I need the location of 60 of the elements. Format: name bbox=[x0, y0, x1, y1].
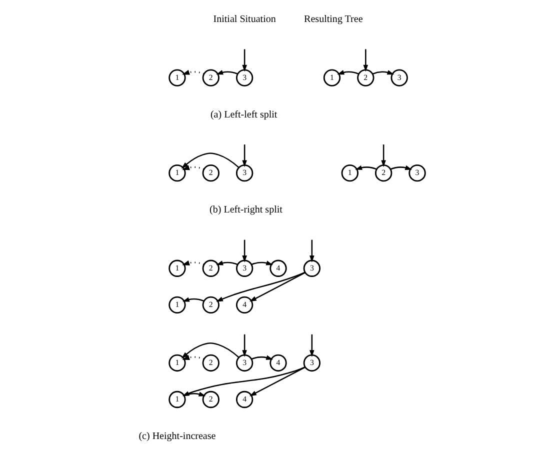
node-circle: 1 bbox=[340, 164, 358, 182]
arrow bbox=[216, 70, 238, 75]
node-circle: 3 bbox=[235, 354, 253, 372]
node-circle: 1 bbox=[168, 164, 186, 182]
node-circle: 1 bbox=[322, 69, 340, 86]
node-circle: 1 bbox=[168, 296, 186, 314]
node-circle: 2 bbox=[356, 69, 374, 86]
label: Resulting Tree bbox=[304, 14, 362, 26]
node-circle: 3 bbox=[390, 69, 408, 86]
node-circle: 4 bbox=[269, 260, 286, 277]
node-circle: 2 bbox=[202, 354, 219, 372]
node-circle: 1 bbox=[168, 260, 186, 277]
node-circle: 3 bbox=[302, 354, 320, 372]
arrow bbox=[216, 272, 305, 302]
arrow bbox=[249, 272, 306, 302]
label: Initial Situation bbox=[212, 14, 276, 26]
arrow bbox=[336, 70, 358, 75]
node-circle: 1 bbox=[168, 69, 186, 86]
label: (c) Height-increase bbox=[138, 431, 216, 442]
arrow bbox=[249, 366, 306, 396]
arrow bbox=[380, 144, 386, 168]
arrow bbox=[309, 240, 314, 262]
node-circle: 2 bbox=[374, 164, 392, 182]
arrow bbox=[390, 165, 412, 170]
arrow bbox=[372, 70, 394, 75]
arrow bbox=[182, 165, 204, 170]
arrow bbox=[354, 165, 376, 170]
arrow bbox=[184, 392, 206, 396]
node-circle: 2 bbox=[202, 69, 219, 86]
arrow bbox=[182, 260, 204, 266]
arrow bbox=[250, 260, 273, 266]
node-circle: 3 bbox=[408, 164, 426, 182]
arrow bbox=[182, 297, 204, 302]
node-circle: 2 bbox=[202, 260, 219, 277]
label: (a) Left-left split bbox=[210, 109, 277, 120]
arrow bbox=[362, 49, 368, 72]
node-circle: 2 bbox=[202, 296, 219, 314]
arrow bbox=[242, 240, 246, 262]
arrow bbox=[309, 334, 314, 357]
node-circle: 3 bbox=[302, 260, 320, 277]
node-circle: 1 bbox=[168, 354, 186, 372]
arrow bbox=[216, 260, 238, 266]
label: (b) Left-right split bbox=[209, 204, 282, 216]
arrow bbox=[250, 355, 273, 360]
node-circle: 3 bbox=[235, 260, 253, 277]
node-circle: 2 bbox=[202, 164, 219, 182]
arrow bbox=[242, 49, 246, 72]
node-circle: 2 bbox=[202, 390, 219, 408]
node-circle: 4 bbox=[235, 390, 253, 408]
node-circle: 3 bbox=[235, 69, 253, 86]
node-circle: 1 bbox=[168, 390, 186, 408]
node-circle: 4 bbox=[269, 354, 286, 372]
arrow bbox=[182, 355, 204, 360]
arrow bbox=[182, 70, 204, 75]
node-circle: 4 bbox=[235, 296, 253, 314]
arrow bbox=[180, 152, 239, 169]
node-circle: 3 bbox=[235, 164, 253, 182]
arrow bbox=[242, 334, 246, 357]
arrow bbox=[180, 342, 239, 359]
arrow bbox=[242, 144, 246, 168]
